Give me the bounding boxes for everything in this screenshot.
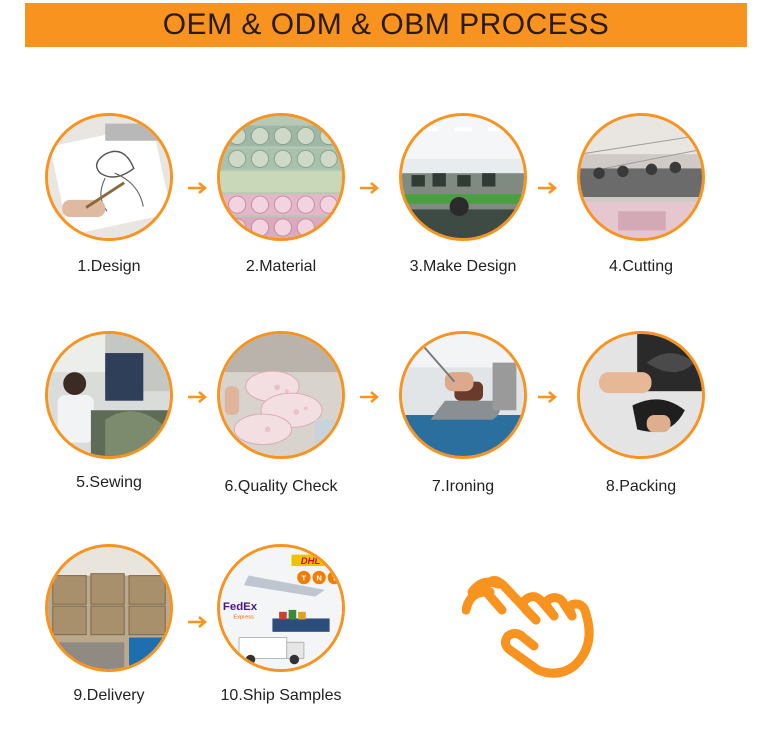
dhl-logo: DHL [301,556,321,567]
sewing-worker-photo [45,331,173,459]
step-design: 1.Design [34,113,184,241]
chevron-arrow-icon [537,390,559,404]
step-label: 9.Delivery [19,687,199,705]
svg-text:T: T [302,573,307,582]
pointing-hand-icon [462,570,612,680]
chevron-arrow-icon [537,181,559,195]
chevron-arrow-icon [187,181,209,195]
step-ironing: 7.Ironing [388,331,538,459]
step-label: 10.Ship Samples [191,687,371,705]
step-label: 7.Ironing [373,478,553,496]
lace-inspection-photo [217,331,345,459]
warehouse-boxes-photo [45,544,173,672]
ironing-photo [399,331,527,459]
step-delivery: 9.Delivery [34,544,184,672]
fedex-logo: FedEx [223,601,258,613]
svg-text:T: T [332,573,337,582]
page-title: OEM & ODM & OBM PROCESS [163,8,610,42]
step-quality-check: 6.Quality Check [206,331,356,459]
chevron-arrow-icon [359,181,381,195]
fabric-rolls-photo [217,113,345,241]
title-banner: OEM & ODM & OBM PROCESS [25,3,747,47]
design-sketch-photo [45,113,173,241]
svg-text:N: N [316,573,322,582]
step-label: 5.Sewing [19,474,199,492]
step-sewing: 5.Sewing [34,331,184,459]
step-label: 1.Design [19,258,199,276]
step-label: 3.Make Design [373,258,553,276]
step-material: 2.Material [206,113,356,241]
cutting-floor-photo [577,113,705,241]
step-cutting: 4.Cutting [566,113,716,241]
chevron-arrow-icon [187,390,209,404]
packing-photo [577,331,705,459]
chevron-arrow-icon [187,615,209,629]
design-office-photo [399,113,527,241]
chevron-arrow-icon [359,390,381,404]
step-make-design: 3.Make Design [388,113,538,241]
step-label: 6.Quality Check [191,478,371,496]
step-packing: 8.Packing [566,331,716,459]
step-label: 2.Material [191,258,371,276]
fedex-subtitle: Express [233,614,254,620]
step-label: 8.Packing [551,478,731,496]
step-label: 4.Cutting [551,258,731,276]
